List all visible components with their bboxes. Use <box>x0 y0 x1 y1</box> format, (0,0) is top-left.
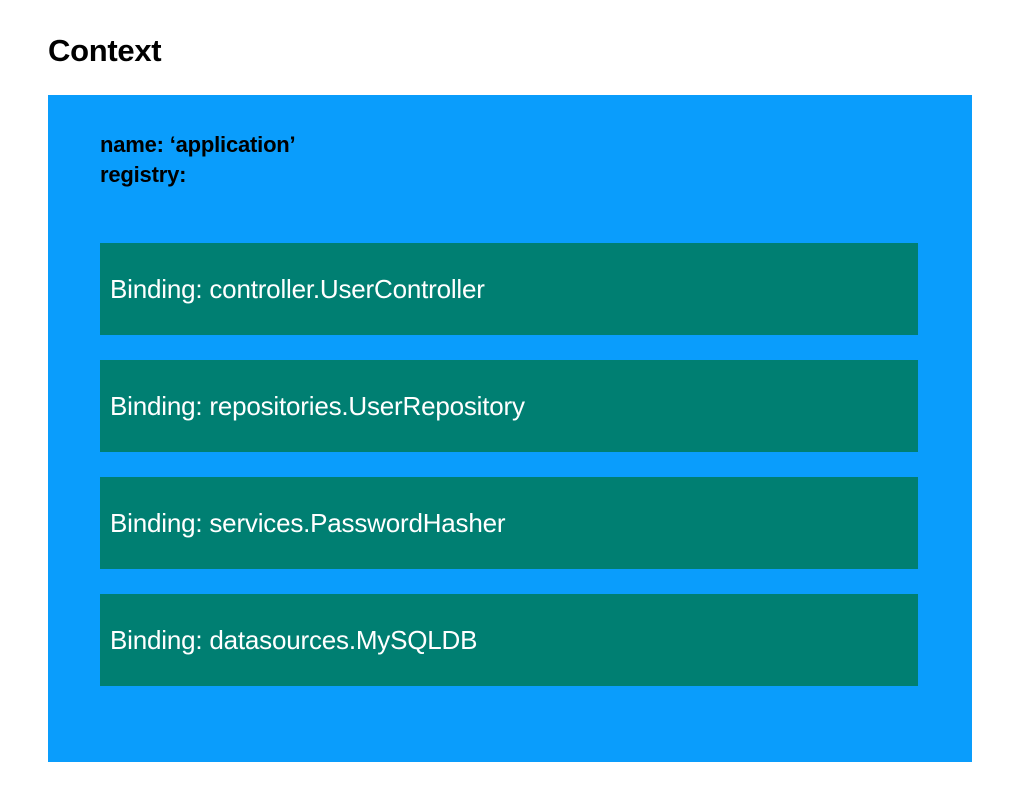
context-properties: name: ‘application’ registry: <box>100 130 800 190</box>
binding-box[interactable]: Binding: datasources.MySQLDB <box>100 594 918 686</box>
context-container: name: ‘application’ registry: Binding: c… <box>48 95 972 762</box>
registry-bindings-list: Binding: controller.UserController Bindi… <box>100 243 918 686</box>
binding-box[interactable]: Binding: controller.UserController <box>100 243 918 335</box>
binding-label: Binding: datasources.MySQLDB <box>110 625 478 655</box>
context-property-name: name: ‘application’ <box>100 132 296 157</box>
binding-box[interactable]: Binding: services.PasswordHasher <box>100 477 918 569</box>
context-property-registry: registry: <box>100 162 187 187</box>
page-title: Context <box>48 33 162 68</box>
binding-box[interactable]: Binding: repositories.UserRepository <box>100 360 918 452</box>
binding-label: Binding: controller.UserController <box>110 274 485 304</box>
binding-label: Binding: services.PasswordHasher <box>110 508 506 538</box>
binding-label: Binding: repositories.UserRepository <box>110 391 525 421</box>
